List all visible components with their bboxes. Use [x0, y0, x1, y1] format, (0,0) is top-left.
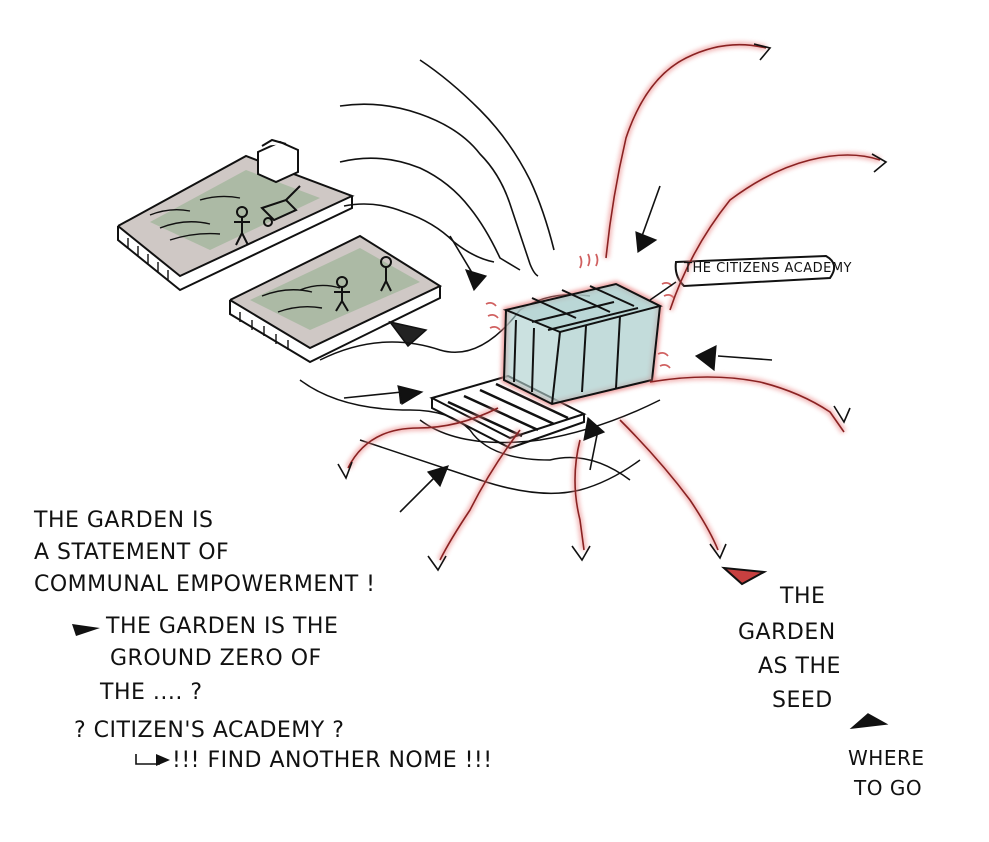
- where-line-2: TO GO: [854, 776, 923, 800]
- incoming-arrows: [339, 59, 773, 513]
- where-marker: [849, 713, 889, 730]
- note-line-7: ? CITIZEN'S ACADEMY ?: [74, 718, 345, 743]
- seed-marker: [721, 566, 768, 586]
- note-sub-bullet-head: [156, 754, 170, 766]
- gardener-figure: [234, 206, 250, 246]
- note-bullet: [72, 624, 100, 636]
- note-line-6: THE .... ?: [100, 680, 203, 705]
- academy-tag-label: THE CITIZENS ACADEMY: [684, 261, 852, 276]
- note-line-5: GROUND ZERO OF: [110, 646, 322, 671]
- note-line-1: THE GARDEN IS: [34, 508, 214, 533]
- note-line-4: THE GARDEN IS THE: [106, 614, 339, 639]
- shed-icon: [257, 138, 299, 184]
- seed-line-4: SEED: [772, 688, 833, 713]
- seed-line-1: THE: [780, 584, 826, 609]
- outgoing-arrow-heads: [337, 43, 888, 572]
- marker-triangle: [388, 320, 428, 348]
- note-line-3: COMMUNAL EMPOWERMENT !: [34, 572, 376, 597]
- note-line-2: A STATEMENT OF: [34, 540, 230, 565]
- seed-line-3: AS THE: [758, 654, 841, 679]
- note-line-8: !!! FIND ANOTHER NOME !!!: [172, 748, 493, 773]
- outgoing-arrows: [347, 43, 881, 561]
- where-line-1: WHERE: [848, 746, 925, 770]
- note-sub-bullet: [135, 754, 160, 765]
- academy-tag-outline: [674, 254, 836, 288]
- garden-plot-front: [229, 234, 443, 364]
- arrow-heads: [397, 231, 717, 488]
- garden-plot-back: [117, 138, 355, 292]
- academy-glass-box: [485, 253, 675, 408]
- seed-line-2: GARDEN: [738, 620, 836, 645]
- wheelbarrow-icon: [260, 185, 301, 227]
